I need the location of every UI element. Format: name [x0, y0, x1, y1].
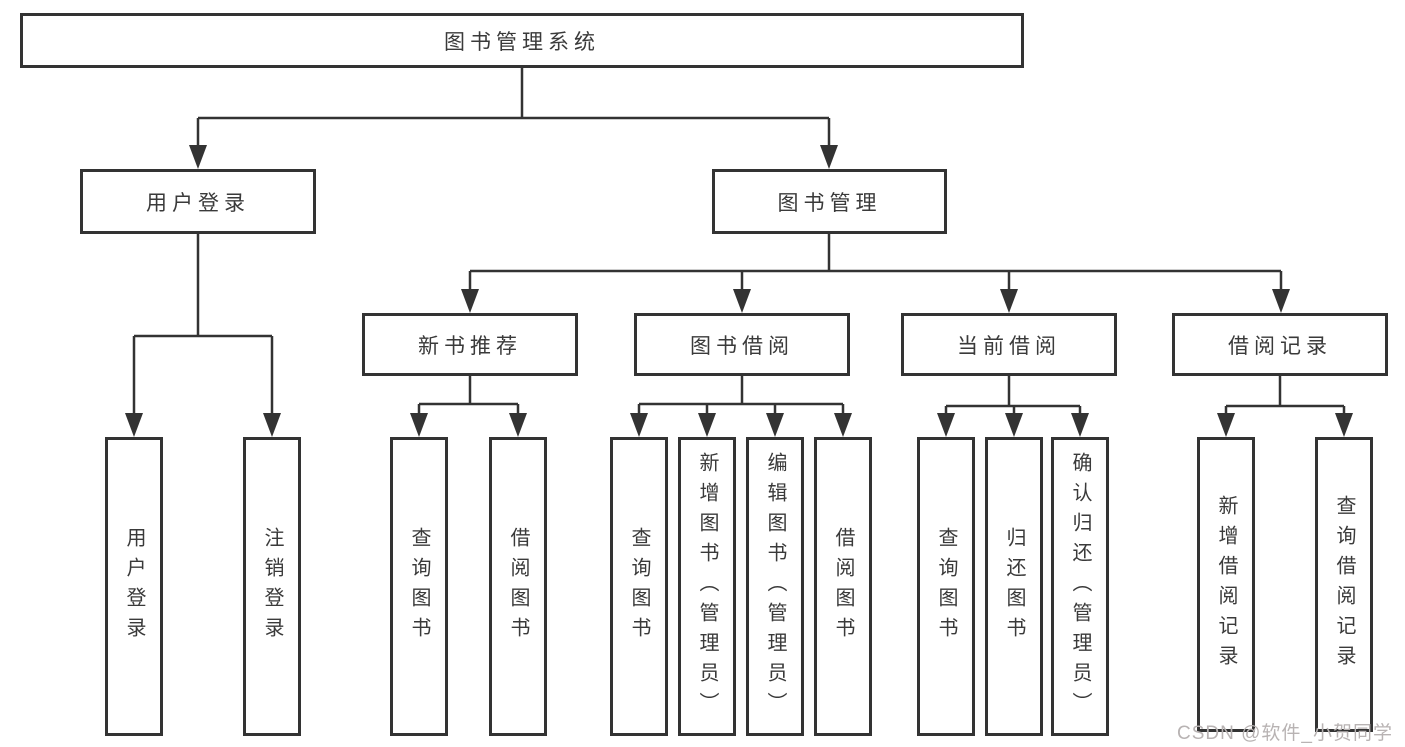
node-current-borrow: 当前借阅: [901, 313, 1117, 376]
leaf-borrow-borrow-book: 借阅图书: [814, 437, 872, 736]
node-user-login: 用户登录: [80, 169, 316, 234]
arrow-down-icon: [733, 289, 751, 313]
arrow-down-icon: [189, 145, 207, 169]
leaf-logout: 注销登录: [243, 437, 301, 736]
node-borrow-records: 借阅记录: [1172, 313, 1388, 376]
leaf-borrow-add-book: 新增图书（管理员）: [678, 437, 736, 736]
connector-book-borrow-branch: [637, 376, 845, 414]
arrow-down-icon: [410, 413, 428, 437]
arrow-down-icon: [834, 413, 852, 437]
leaf-recommend-query-book: 查询图书: [390, 437, 448, 736]
arrow-down-icon: [1217, 413, 1235, 437]
leaf-user-login: 用户登录: [105, 437, 163, 736]
arrow-down-icon: [461, 289, 479, 313]
arrow-down-icon: [509, 413, 527, 437]
node-root: 图书管理系统: [20, 13, 1024, 68]
connector-root-to-level2: [196, 68, 831, 146]
connector-current-borrow-branch: [944, 376, 1082, 414]
arrow-down-icon: [698, 413, 716, 437]
leaf-current-confirm-return: 确认归还（管理员）: [1051, 437, 1109, 736]
arrow-down-icon: [263, 413, 281, 437]
arrow-down-icon: [1000, 289, 1018, 313]
arrow-down-icon: [937, 413, 955, 437]
watermark: CSDN @软件_小贺同学: [1177, 723, 1393, 744]
connector-new-book-branch: [417, 376, 520, 414]
arrow-down-icon: [630, 413, 648, 437]
arrow-down-icon: [1005, 413, 1023, 437]
node-book-management: 图书管理: [712, 169, 947, 234]
arrow-down-icon: [1335, 413, 1353, 437]
node-new-book-recommend: 新书推荐: [362, 313, 578, 376]
connector-paths: [132, 68, 1346, 414]
leaf-borrow-edit-book: 编辑图书（管理员）: [746, 437, 804, 736]
leaf-recommend-borrow-book: 借阅图书: [489, 437, 547, 736]
leaf-current-query-book: 查询图书: [917, 437, 975, 736]
leaf-records-query-record: 查询借阅记录: [1315, 437, 1373, 732]
arrow-down-icon: [125, 413, 143, 437]
leaf-borrow-query-book: 查询图书: [610, 437, 668, 736]
leaf-records-add-record: 新增借阅记录: [1197, 437, 1255, 732]
arrow-down-icon: [1272, 289, 1290, 313]
connector-borrow-records-branch: [1224, 376, 1346, 414]
connector-user-login-branch: [132, 234, 274, 414]
leaf-current-return-book: 归还图书: [985, 437, 1043, 736]
arrowheads: [125, 145, 1353, 437]
arrow-down-icon: [1071, 413, 1089, 437]
connector-book-management-branch: [468, 234, 1283, 290]
node-book-borrow: 图书借阅: [634, 313, 850, 376]
arrow-down-icon: [820, 145, 838, 169]
arrow-down-icon: [766, 413, 784, 437]
